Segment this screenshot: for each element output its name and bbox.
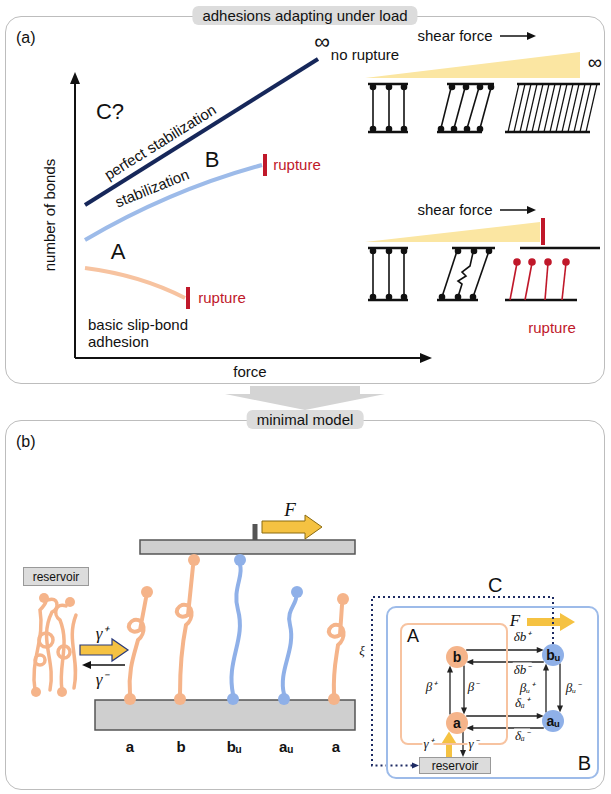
node-text: b bbox=[453, 649, 462, 665]
label-text: β⁺ bbox=[425, 680, 437, 693]
label-text: βᵤ⁺ bbox=[519, 681, 535, 694]
node-text: reservoir bbox=[432, 759, 479, 773]
node-text: minimal model bbox=[247, 410, 364, 429]
label-text: a bbox=[332, 738, 340, 755]
label-text: δb⁻ bbox=[513, 663, 532, 676]
label-text: basic slip-bond adhesion bbox=[88, 316, 208, 351]
rate-arrow bbox=[557, 663, 563, 712]
rate-arrow bbox=[466, 725, 544, 731]
state-circle: a bbox=[446, 712, 468, 734]
rate-arrow bbox=[372, 597, 553, 769]
label-text: rupture bbox=[273, 156, 321, 173]
node-text: reservoir bbox=[33, 570, 80, 584]
state-circle: b bbox=[446, 646, 468, 668]
substrate bbox=[95, 515, 355, 730]
node-text: B bbox=[578, 752, 591, 775]
node-text: adhesions adapting under load bbox=[192, 6, 417, 25]
label-text: γ⁺ bbox=[422, 737, 433, 750]
flow-arrow bbox=[225, 386, 385, 410]
node-text: aᵤ bbox=[547, 713, 560, 729]
reservoir-rates bbox=[80, 639, 128, 669]
node-text: bᵤ bbox=[546, 647, 560, 663]
label-text: A bbox=[111, 239, 126, 264]
label-text: βᵤ⁻ bbox=[565, 681, 581, 694]
label-text: δₐ⁺ bbox=[514, 696, 530, 709]
label-text: a bbox=[126, 738, 134, 755]
rate-arrow bbox=[447, 665, 453, 714]
node-text: (a) bbox=[16, 29, 36, 47]
label-text: b bbox=[176, 738, 185, 755]
label-text: no rupture bbox=[331, 46, 399, 63]
label-text: F bbox=[510, 611, 520, 631]
node-text: (b) bbox=[16, 433, 36, 451]
label-text: ξ bbox=[358, 644, 366, 657]
label-text: γ⁻ bbox=[467, 737, 478, 750]
bond-sketch bbox=[368, 248, 600, 300]
label-text: β⁻ bbox=[467, 680, 479, 693]
label-text: force bbox=[233, 363, 266, 380]
label-text: γ⁻ bbox=[96, 670, 109, 690]
label-text: shear force bbox=[417, 27, 492, 44]
shear-wedge bbox=[365, 32, 580, 245]
rate-arrow bbox=[466, 713, 544, 719]
label-text: B bbox=[205, 147, 220, 172]
force-arrow bbox=[527, 613, 575, 631]
label-text: γ⁺ bbox=[96, 624, 109, 644]
rate-arrow bbox=[466, 647, 544, 653]
curve-a bbox=[85, 268, 188, 309]
label-text: ∞ bbox=[314, 29, 330, 54]
label-text: bᵤ bbox=[227, 738, 242, 755]
node-text: C bbox=[488, 574, 502, 597]
label-text: ∞ bbox=[588, 51, 602, 74]
label-text: F bbox=[284, 499, 296, 521]
reservoir-box: reservoir bbox=[23, 567, 89, 586]
label-text: δb⁺ bbox=[513, 630, 532, 643]
bond-molecules bbox=[124, 554, 349, 705]
model-box: Ab a bbox=[400, 623, 508, 745]
label-text: rupture bbox=[528, 319, 576, 336]
label-text: shear force bbox=[417, 201, 492, 218]
state-circle: bᵤ bbox=[542, 644, 564, 666]
label-text: rupture bbox=[198, 289, 246, 306]
reservoir-box: reservoir bbox=[419, 757, 491, 774]
state-circle: aᵤ bbox=[542, 710, 564, 732]
plot-axes bbox=[70, 72, 432, 363]
label-text: C? bbox=[96, 99, 124, 124]
bond-sketch bbox=[368, 84, 600, 132]
node-text: a bbox=[453, 715, 461, 731]
label-text: δₐ⁻ bbox=[514, 729, 530, 742]
rate-arrow bbox=[543, 663, 549, 712]
reservoir-tangle bbox=[31, 593, 76, 697]
node-text: A bbox=[407, 626, 419, 647]
rate-arrow bbox=[466, 659, 544, 665]
label-text: number of bonds bbox=[41, 159, 58, 272]
label-text: aᵤ bbox=[279, 738, 293, 755]
